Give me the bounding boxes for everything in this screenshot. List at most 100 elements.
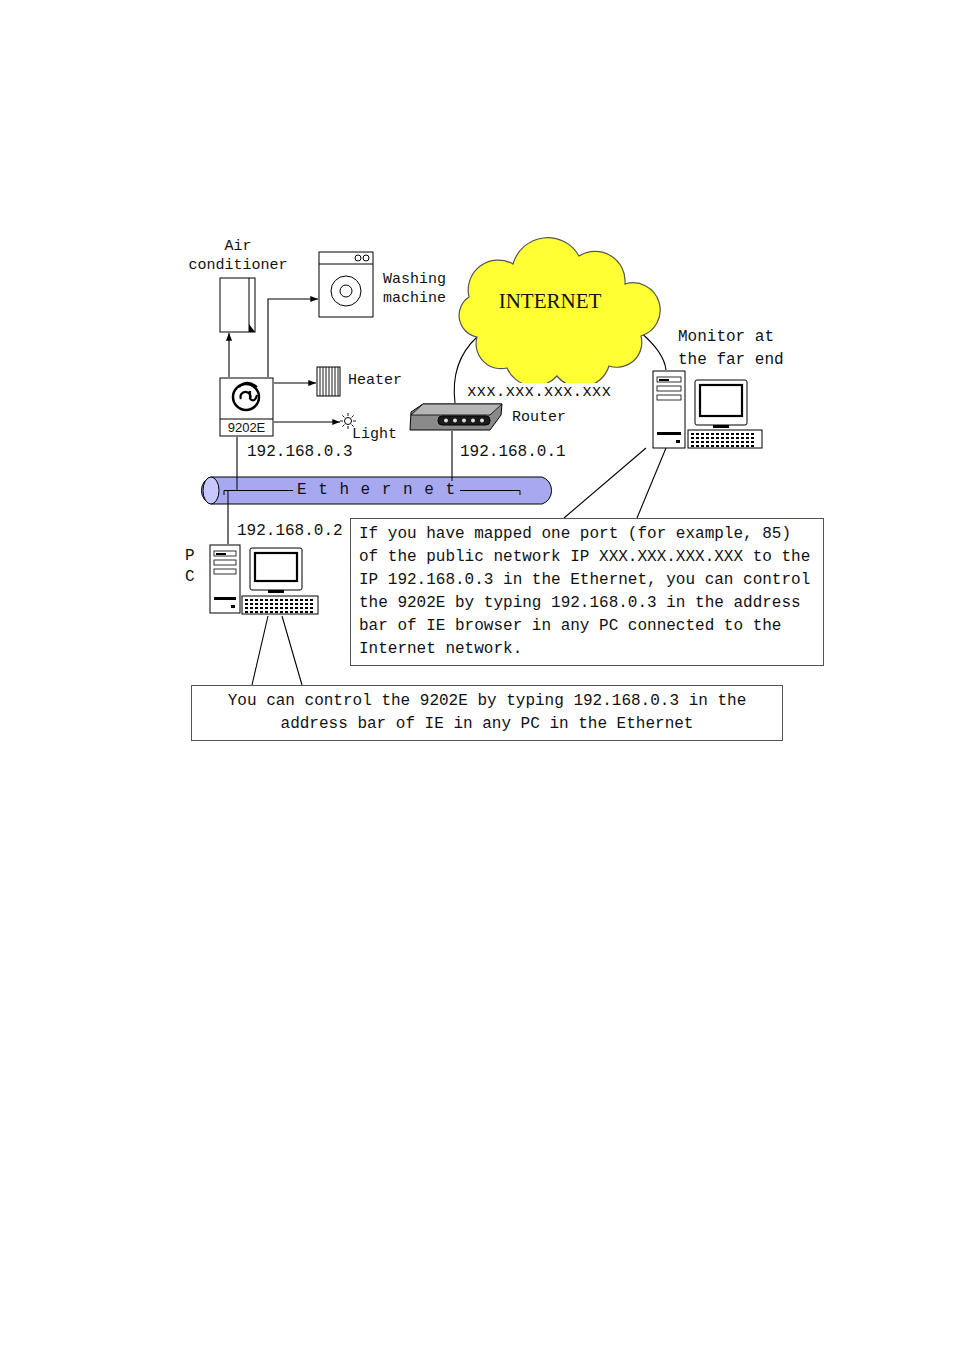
drawing-rect: [706, 433, 709, 435]
internet-cloud: INTERNET: [447, 240, 653, 382]
drawing-rect: [245, 599, 248, 601]
drawing-rect: [691, 445, 694, 447]
connector: [268, 299, 318, 377]
drawing-line: [348, 426, 349, 429]
drawing-rect: [653, 371, 685, 448]
drawing-rect: [691, 441, 694, 443]
connector: [236, 437, 237, 476]
drawing-rect: [731, 445, 734, 447]
drawing-rect: [214, 560, 236, 565]
drawing-rect: [691, 433, 694, 435]
drawing-line: [326, 367, 327, 396]
drawing-rect: [280, 603, 283, 605]
drawing-rect: [265, 603, 268, 605]
drawing-rect: [701, 445, 704, 447]
drawing-rect: [746, 433, 749, 435]
drawing-path: [239, 383, 257, 400]
drawing-rect: [317, 367, 340, 396]
drawing-rect: [657, 432, 681, 435]
drawing-rect: [280, 611, 283, 613]
drawing-line: [320, 367, 321, 396]
drawing-rect: [751, 437, 754, 439]
drawing-rect: [220, 278, 255, 332]
drawing-rect: [721, 437, 724, 439]
remote-callout-text: If you have mapped one port (for example…: [351, 519, 823, 665]
drawing-rect: [242, 596, 318, 614]
drawing-line: [342, 415, 344, 417]
drawing-rect: [305, 611, 308, 613]
drawing-circle: [363, 255, 369, 261]
drawing-rect: [706, 437, 709, 439]
drawing-line: [319, 264, 373, 265]
drawing-rect: [751, 433, 754, 435]
drawing-rect: [260, 603, 263, 605]
drawing-rect: [716, 445, 719, 447]
drawing-rect: [721, 445, 724, 447]
drawing-rect: [310, 599, 313, 601]
drawing-circle: [355, 255, 361, 261]
drawing-rect: [696, 437, 699, 439]
drawing-rect: [255, 603, 258, 605]
drawing-rect: [260, 611, 263, 613]
drawing-rect: [726, 441, 729, 443]
drawing-rect: [245, 607, 248, 609]
drawing-rect: [657, 377, 681, 382]
drawing-rect: [751, 441, 754, 443]
drawing-rect: [676, 440, 680, 443]
drawing-line: [220, 419, 273, 420]
ip-address-label: xxx.xxx.xxx.xxx: [466, 383, 612, 401]
drawing-rect: [716, 441, 719, 443]
drawing-rect: [250, 599, 253, 601]
drawing-ellipse: [203, 477, 219, 504]
connector: [640, 332, 666, 370]
drawing-rect: [746, 437, 749, 439]
drawing-rect: [310, 607, 313, 609]
drawing-rect: [280, 599, 283, 601]
heater-text: Heater: [348, 371, 418, 390]
drawing-rect: [305, 599, 308, 601]
drawing-rect: [295, 603, 298, 605]
drawing-rect: [270, 607, 273, 609]
drawing-rect: [741, 441, 744, 443]
drawing-rect: [701, 437, 704, 439]
remote-computer: Monitor at the far end: [652, 370, 763, 449]
drawing-rect: [290, 607, 293, 609]
drawing-rect: [295, 607, 298, 609]
drawing-rect: [319, 252, 373, 317]
drawing-rect: [713, 425, 729, 428]
drawing-rect: [250, 603, 253, 605]
drawing-line: [338, 367, 339, 396]
drawing-rect: [736, 445, 739, 447]
remote-computer-text: Monitor at the far end: [678, 326, 796, 372]
drawing-rect: [275, 599, 278, 601]
drawing-line: [323, 367, 324, 396]
drawing-rect: [265, 607, 268, 609]
connector: [227, 505, 228, 544]
drawing-rect: [731, 433, 734, 435]
drawing-line: [329, 367, 330, 396]
drawing-rect: [231, 605, 235, 608]
connector: [252, 616, 302, 685]
local-pc-text: PC: [185, 546, 201, 588]
drawing-rect: [270, 603, 273, 605]
drawing-line: [228, 491, 229, 506]
drawing-rect: [290, 599, 293, 601]
light-text: Light: [352, 425, 412, 444]
drawing-rect: [216, 553, 226, 555]
drawing-rect: [701, 441, 704, 443]
drawing-rect: [250, 548, 302, 590]
drawing-rect: [746, 441, 749, 443]
drawing-rect: [255, 553, 297, 581]
local-pc-shape: [208, 544, 320, 616]
drawing-rect: [270, 611, 273, 613]
drawing-rect: [305, 603, 308, 605]
drawing-rect: [275, 611, 278, 613]
drawing-rect: [255, 607, 258, 609]
drawing-path: [249, 324, 255, 332]
drawing-rect: [741, 445, 744, 447]
connector: [451, 431, 452, 476]
ethernet-bus-text: E t h e r n e t: [293, 481, 460, 500]
connector: [274, 421, 340, 422]
drawing-rect: [260, 607, 263, 609]
